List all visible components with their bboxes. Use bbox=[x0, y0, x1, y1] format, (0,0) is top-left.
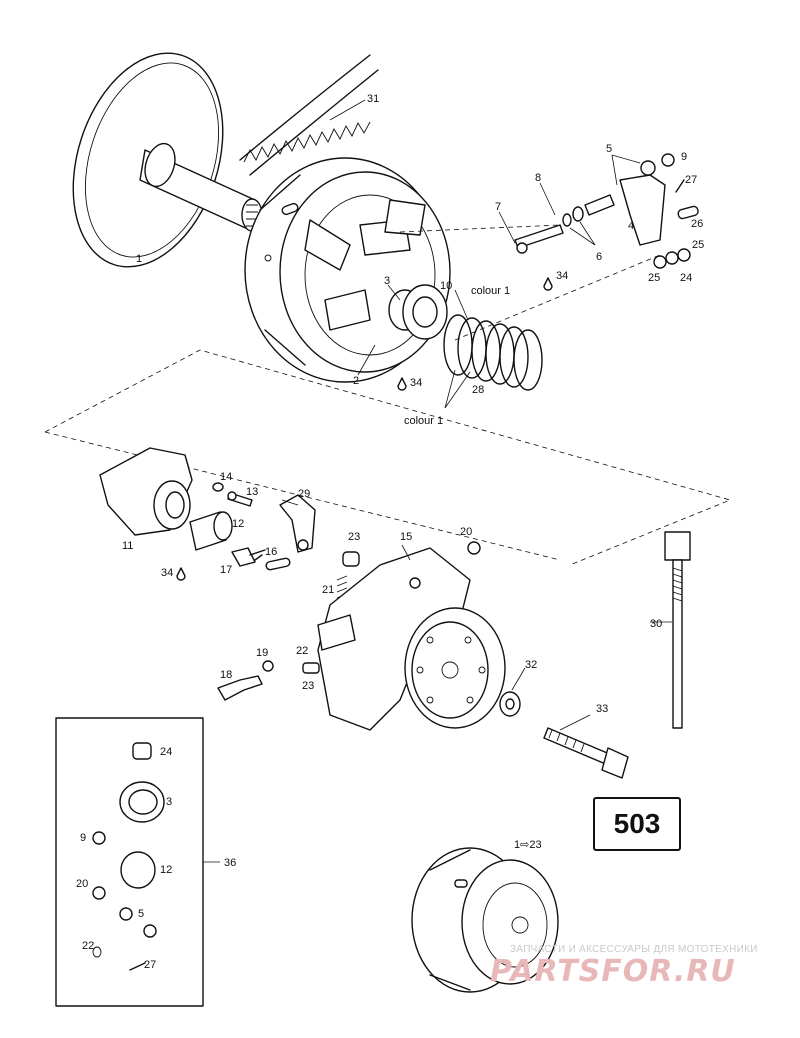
callout-16: 16 bbox=[265, 546, 277, 558]
callout-25a: 25 bbox=[692, 239, 704, 251]
callout-23a: 23 bbox=[348, 531, 360, 543]
callout-8: 8 bbox=[535, 172, 541, 184]
kit-item-5: 5 bbox=[138, 908, 144, 920]
callout-11: 11 bbox=[122, 540, 133, 552]
lever-assembly bbox=[514, 153, 699, 269]
drive-belt bbox=[239, 54, 379, 176]
callout-6: 6 bbox=[596, 251, 602, 263]
bushing-and-spring-seat bbox=[388, 284, 448, 340]
kit-item-20: 20 bbox=[76, 878, 88, 890]
callout-labels: 1 2 3 4 5 6 7 8 9 10 11 12 13 14 15 16 1… bbox=[76, 93, 704, 971]
kit-item-27: 27 bbox=[144, 959, 156, 971]
callout-2: 2 bbox=[353, 375, 359, 387]
callout-1-to-23: 1⇨23 bbox=[514, 839, 542, 851]
page-number-box: 503 bbox=[593, 797, 681, 851]
callout-20: 20 bbox=[460, 526, 472, 538]
callout-27: 27 bbox=[685, 174, 697, 186]
callout-13: 13 bbox=[246, 486, 258, 498]
callout-30: 30 bbox=[650, 618, 662, 630]
assembly-boundary bbox=[44, 224, 732, 566]
kit-item-24: 24 bbox=[160, 746, 172, 758]
spring bbox=[443, 314, 543, 391]
kit-item-3: 3 bbox=[166, 796, 172, 808]
assembled-clutch bbox=[411, 847, 559, 993]
service-kit-box bbox=[55, 717, 220, 1007]
kit-label: 36 bbox=[224, 857, 236, 869]
callout-18: 18 bbox=[220, 669, 232, 681]
kit-item-22: 22 bbox=[82, 940, 94, 952]
callout-23b: 23 bbox=[302, 680, 314, 692]
leader-lines bbox=[281, 99, 672, 731]
callout-3: 3 bbox=[384, 275, 390, 287]
fixed-sheave bbox=[72, 52, 263, 268]
cam-and-rollers bbox=[231, 494, 360, 599]
callout-24: 24 bbox=[680, 272, 692, 284]
grease-markers bbox=[176, 277, 553, 581]
callout-17: 17 bbox=[220, 564, 232, 576]
callout-10: 10 bbox=[440, 280, 452, 292]
page-number: 503 bbox=[613, 808, 661, 839]
callout-22: 22 bbox=[296, 645, 308, 657]
bolts-and-washer bbox=[499, 531, 691, 779]
movable-sheave bbox=[244, 157, 451, 383]
callout-12: 12 bbox=[232, 518, 244, 530]
callout-34c: 34 bbox=[161, 567, 173, 579]
kit-item-9: 9 bbox=[80, 832, 86, 844]
callout-32: 32 bbox=[525, 659, 537, 671]
callout-31: 31 bbox=[367, 93, 379, 105]
callout-15: 15 bbox=[400, 531, 412, 543]
colour-label-top: colour 1 bbox=[471, 285, 510, 297]
callout-34a: 34 bbox=[556, 270, 568, 282]
callout-29: 29 bbox=[298, 488, 310, 500]
callout-34b: 34 bbox=[410, 377, 422, 389]
callout-21: 21 bbox=[322, 584, 334, 596]
callout-33: 33 bbox=[596, 703, 608, 715]
callout-9: 9 bbox=[681, 151, 687, 163]
cover bbox=[217, 541, 506, 731]
callout-4: 4 bbox=[628, 220, 634, 232]
kit-item-12: 12 bbox=[160, 864, 172, 876]
colour-label-bottom: colour 1 bbox=[404, 415, 443, 427]
callout-1: 1 bbox=[136, 253, 142, 265]
spider-hub bbox=[99, 447, 253, 551]
callout-5: 5 bbox=[606, 143, 612, 155]
callout-25b: 25 bbox=[648, 272, 660, 284]
callout-14: 14 bbox=[220, 471, 232, 483]
callout-7: 7 bbox=[495, 201, 501, 213]
callout-28: 28 bbox=[472, 384, 484, 396]
callout-26: 26 bbox=[691, 218, 703, 230]
callout-19: 19 bbox=[256, 647, 268, 659]
